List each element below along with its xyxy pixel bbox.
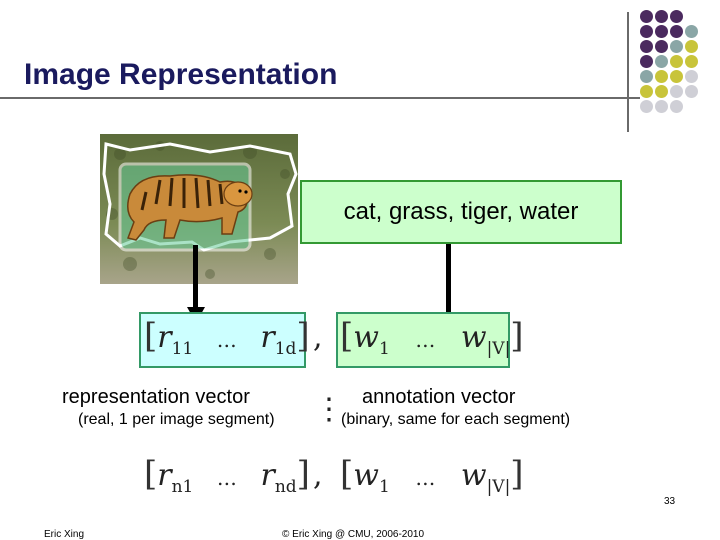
w-symbol: w bbox=[353, 458, 379, 493]
r-subscript: n1 bbox=[171, 477, 194, 497]
ellipsis: … bbox=[216, 466, 237, 490]
decorative-dot bbox=[670, 70, 683, 83]
open-bracket: [ bbox=[144, 454, 158, 494]
comma-row1: , bbox=[313, 320, 323, 355]
close-bracket: ] bbox=[510, 316, 524, 356]
decorative-dot bbox=[685, 25, 698, 38]
footer-author: Eric Xing bbox=[44, 529, 85, 540]
close-bracket: ] bbox=[510, 454, 524, 494]
vertical-divider bbox=[627, 12, 629, 132]
page-number: 33 bbox=[664, 496, 676, 507]
w-subscript: |V| bbox=[486, 339, 511, 359]
open-bracket: [ bbox=[144, 316, 158, 356]
r-subscript: nd bbox=[274, 477, 297, 497]
decorative-dot bbox=[685, 85, 698, 98]
r-subscript: 1d bbox=[274, 339, 297, 359]
annotation-vector-label: annotation vector bbox=[362, 386, 516, 408]
representation-vector-box bbox=[139, 312, 306, 368]
open-bracket: [ bbox=[340, 316, 354, 356]
decorative-dot bbox=[655, 85, 668, 98]
decorative-dot bbox=[655, 70, 668, 83]
decorative-dot bbox=[670, 100, 683, 113]
decorative-dot bbox=[640, 10, 653, 23]
w-symbol: w bbox=[460, 320, 487, 355]
decorative-dot bbox=[655, 10, 668, 23]
decorative-dot bbox=[685, 55, 698, 68]
decorative-dot bbox=[640, 25, 653, 38]
w-subscript: |V| bbox=[486, 477, 511, 497]
decorative-dot bbox=[655, 55, 668, 68]
decorative-dot bbox=[670, 10, 683, 23]
decorative-dot bbox=[655, 100, 668, 113]
decorative-dot bbox=[670, 25, 683, 38]
decorative-dot bbox=[685, 40, 698, 53]
r-symbol: r bbox=[157, 320, 172, 355]
decorative-dot bbox=[640, 40, 653, 53]
close-bracket: ] bbox=[296, 316, 310, 356]
r-symbol: r bbox=[260, 458, 275, 493]
r-subscript: 11 bbox=[171, 339, 194, 359]
ellipsis: … bbox=[216, 328, 237, 352]
representation-vector-rowN: [rn1 … rnd] bbox=[144, 454, 310, 497]
decorative-dot bbox=[640, 100, 653, 113]
annotation-vector-sublabel: (binary, same for each segment) bbox=[341, 411, 571, 428]
r-symbol: r bbox=[260, 320, 275, 355]
w-symbol: w bbox=[353, 320, 379, 355]
slide-title: Image Representation bbox=[24, 58, 338, 91]
footer-copyright: © Eric Xing @ CMU, 2006-2010 bbox=[282, 529, 425, 540]
decorative-dot bbox=[640, 70, 653, 83]
comma-rowN: , bbox=[313, 458, 323, 493]
w-subscript: 1 bbox=[378, 339, 390, 359]
decorative-dot bbox=[685, 70, 698, 83]
representation-vector-label: representation vector bbox=[62, 386, 250, 408]
decorative-dot bbox=[640, 85, 653, 98]
decorative-dot bbox=[655, 25, 668, 38]
annotation-vector-box bbox=[336, 312, 510, 368]
annotation-words-box: cat, grass, tiger, water bbox=[300, 180, 622, 244]
representation-vector-row1: [r11 … r1d] bbox=[144, 316, 310, 359]
vertical-ellipsis: ⋮ bbox=[314, 392, 344, 427]
annotation-vector-row1: [w1 … w|V|] bbox=[340, 316, 524, 359]
title-divider bbox=[0, 97, 640, 99]
close-bracket: ] bbox=[296, 454, 310, 494]
decorative-dot bbox=[670, 85, 683, 98]
decorative-dot bbox=[640, 55, 653, 68]
decorative-dot bbox=[670, 40, 683, 53]
w-subscript: 1 bbox=[378, 477, 390, 497]
decorative-dot bbox=[670, 55, 683, 68]
tiger-image bbox=[100, 134, 298, 284]
ellipsis: … bbox=[415, 466, 436, 490]
ellipsis: … bbox=[415, 328, 436, 352]
open-bracket: [ bbox=[340, 454, 354, 494]
decorative-dot bbox=[655, 40, 668, 53]
representation-vector-sublabel: (real, 1 per image segment) bbox=[78, 411, 275, 428]
r-symbol: r bbox=[157, 458, 172, 493]
annotation-vector-rowN: [w1 … w|V|] bbox=[340, 454, 524, 497]
w-symbol: w bbox=[460, 458, 487, 493]
